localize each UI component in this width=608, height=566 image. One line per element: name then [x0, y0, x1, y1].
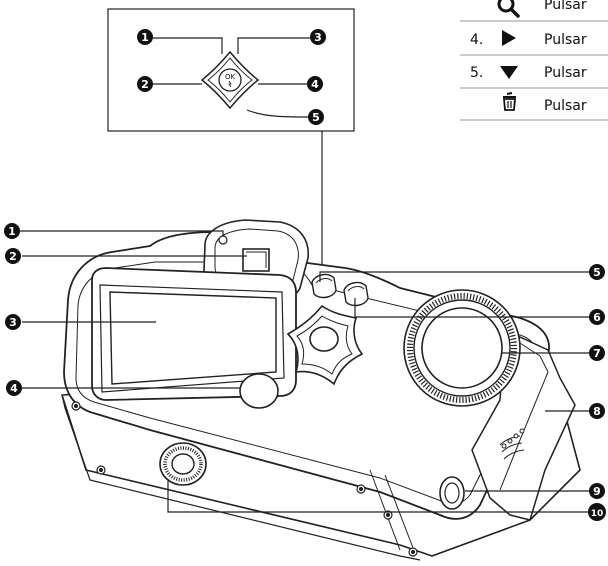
svg-text:5: 5 [312, 111, 320, 124]
callout-1: 1 [4, 223, 20, 239]
viewfinder-window [242, 248, 270, 272]
ok-label: OK [225, 73, 236, 81]
lcd-screen [91, 267, 297, 401]
svg-text:2: 2 [9, 250, 17, 263]
inset-callout-4: 4 [307, 76, 323, 92]
callout-7: 7 [589, 345, 605, 361]
svg-text:9: 9 [593, 485, 601, 498]
svg-text:4: 4 [10, 382, 18, 395]
down-triangle-icon [500, 66, 518, 79]
callout-5: 5 [589, 264, 605, 280]
controller-inset: OK 1 2 3 4 5 [107, 8, 355, 132]
svg-text:5: 5 [593, 266, 601, 279]
svg-text:4: 4 [311, 78, 319, 91]
inset-callout-3: 3 [310, 29, 326, 45]
callout-3: 3 [5, 314, 21, 330]
four-way-controller [286, 304, 364, 386]
zoom-icon [497, 0, 520, 18]
callout-10: 10 [588, 503, 606, 521]
svg-text:1: 1 [8, 225, 16, 238]
callout-6: 6 [589, 309, 605, 325]
callout-9: 9 [589, 483, 605, 499]
instruction-table: Pulsar 4. Pulsar 5. Pulsar Pulsar [460, 0, 608, 121]
table-row-1-text: Pulsar [544, 32, 587, 48]
svg-text:2: 2 [141, 78, 149, 91]
svg-text:7: 7 [593, 347, 601, 360]
trash-icon [503, 92, 516, 111]
status-led [218, 235, 228, 245]
camera-callouts [20, 230, 592, 513]
svg-text:3: 3 [314, 31, 322, 44]
table-row-2-text: Pulsar [544, 65, 587, 81]
svg-text:6: 6 [593, 311, 601, 324]
round-button [239, 373, 279, 409]
callout-4: 4 [6, 380, 22, 396]
svg-text:10: 10 [591, 509, 604, 519]
display-button [343, 281, 369, 307]
menu-button [311, 273, 337, 299]
callout-2: 2 [5, 248, 21, 264]
svg-text:1: 1 [141, 31, 149, 44]
ok-button [218, 68, 242, 92]
side-port [439, 476, 465, 510]
table-row-3-text: Pulsar [544, 98, 587, 114]
screws [71, 401, 418, 557]
table-row-2-num: 5. [470, 65, 483, 81]
play-icon [502, 30, 516, 46]
svg-text:8: 8 [593, 405, 601, 418]
inset-callout-5: 5 [308, 109, 324, 125]
callout-8: 8 [589, 403, 605, 419]
svg-text:3: 3 [9, 316, 17, 329]
flash-icon [228, 80, 232, 88]
table-row-1-num: 4. [470, 32, 483, 48]
battery-door-ribs [501, 428, 525, 449]
table-row-0-text: Pulsar [544, 0, 587, 13]
inset-callout-1: 1 [137, 29, 153, 45]
tripod-socket [159, 442, 207, 486]
inset-callout-2: 2 [137, 76, 153, 92]
lens-assembly [403, 289, 521, 407]
